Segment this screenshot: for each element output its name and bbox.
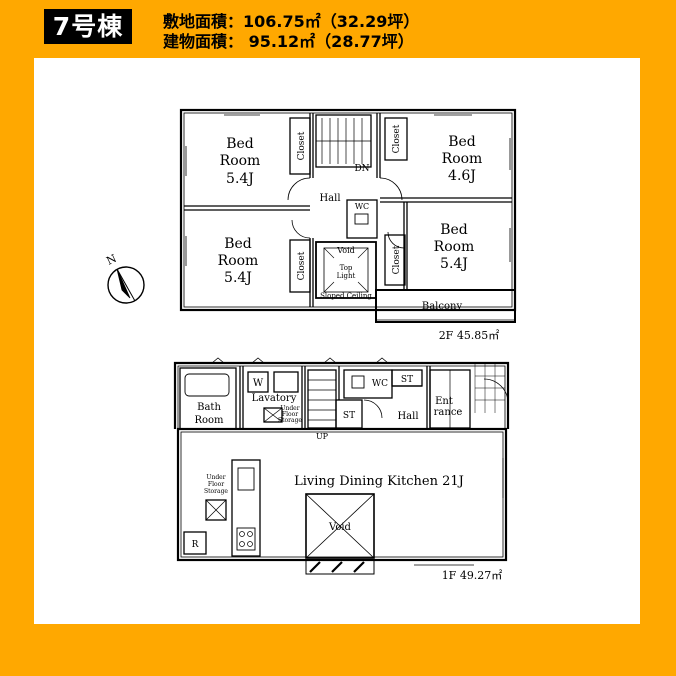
floor1-area-label: 1F 49.27㎡	[442, 569, 503, 582]
bath-room-label: Room	[194, 415, 224, 426]
bed-room-sw: Bed Room 5.4J	[218, 236, 259, 286]
first-floor-walls	[173, 357, 510, 575]
svg-text:5.4J: 5.4J	[440, 256, 468, 272]
under-floor-storage-label: Under	[280, 405, 299, 412]
closet-label: Closet	[392, 124, 402, 153]
floor-plan-panel: N Bed Room 5.4J Bed Room 4.6J Bed Room 5…	[34, 58, 640, 624]
wc-2f-label: WC	[355, 202, 369, 211]
wc-1f-label: WC	[372, 379, 388, 389]
under-floor-storage-label: Storage	[278, 417, 302, 424]
bath-room-label: Bath	[197, 402, 221, 413]
void-1f-label: Void	[328, 522, 352, 533]
entrance-label: rance	[434, 407, 463, 418]
svg-text:Room: Room	[434, 239, 475, 255]
svg-text:Bed: Bed	[440, 222, 468, 238]
ldk-label: Living Dining Kitchen 21J	[294, 474, 464, 489]
balcony-label: Balcony	[422, 301, 463, 312]
hall-2f-label: Hall	[319, 193, 340, 204]
hall-1f-label: Hall	[397, 411, 418, 422]
svg-text:Room: Room	[218, 253, 259, 269]
closet-label: Closet	[297, 251, 307, 280]
svg-text:5.4J: 5.4J	[226, 171, 254, 187]
st-label: ST	[401, 375, 413, 385]
building-area-text: 建物面積： 95.12㎡（28.77坪）	[163, 32, 414, 51]
floor2-area-label: 2F 45.85㎡	[439, 329, 500, 342]
under-floor-storage-ldk-label: Floor	[208, 481, 224, 488]
second-floor-walls	[179, 108, 517, 323]
up-label: UP	[316, 432, 329, 441]
svg-text:Bed: Bed	[226, 136, 254, 152]
svg-text:5.4J: 5.4J	[224, 270, 252, 286]
top-light-label: Light	[337, 272, 356, 280]
floor-plan-drawing: N Bed Room 5.4J Bed Room 4.6J Bed Room 5…	[104, 108, 517, 582]
compass-n-label: N	[104, 252, 119, 268]
dn-label: DN	[354, 164, 369, 174]
svg-text:4.6J: 4.6J	[448, 168, 476, 184]
svg-text:Room: Room	[442, 151, 483, 167]
svg-text:Bed: Bed	[448, 134, 476, 150]
svg-text:Room: Room	[220, 153, 261, 169]
top-light-label: Top	[340, 264, 353, 272]
under-floor-storage-ldk-label: Storage	[204, 488, 228, 495]
st-label: ST	[343, 411, 355, 421]
entrance-label: Ent	[435, 396, 453, 407]
building-number-badge: 7号棟	[44, 9, 132, 44]
refrigerator-label: R	[192, 540, 199, 550]
bed-room-se: Bed Room 5.4J	[434, 222, 475, 272]
under-floor-storage-ldk-label: Under	[206, 474, 225, 481]
svg-text:Bed: Bed	[224, 236, 252, 252]
closet-label: Closet	[392, 245, 402, 274]
bed-room-nw: Bed Room 5.4J	[220, 136, 261, 187]
bed-room-ne: Bed Room 4.6J	[442, 134, 483, 184]
void-2f-label: Void	[336, 246, 355, 255]
washer-label: W	[253, 378, 264, 389]
sloped-ceiling-label: Sloped Ceiling	[320, 292, 372, 300]
under-floor-storage-label: Floor	[282, 411, 298, 418]
north-compass-icon	[107, 266, 145, 304]
land-area-text: 敷地面積：106.75㎡（32.29坪）	[163, 12, 420, 31]
lavatory-label: Lavatory	[252, 393, 297, 404]
closet-label: Closet	[297, 131, 307, 160]
